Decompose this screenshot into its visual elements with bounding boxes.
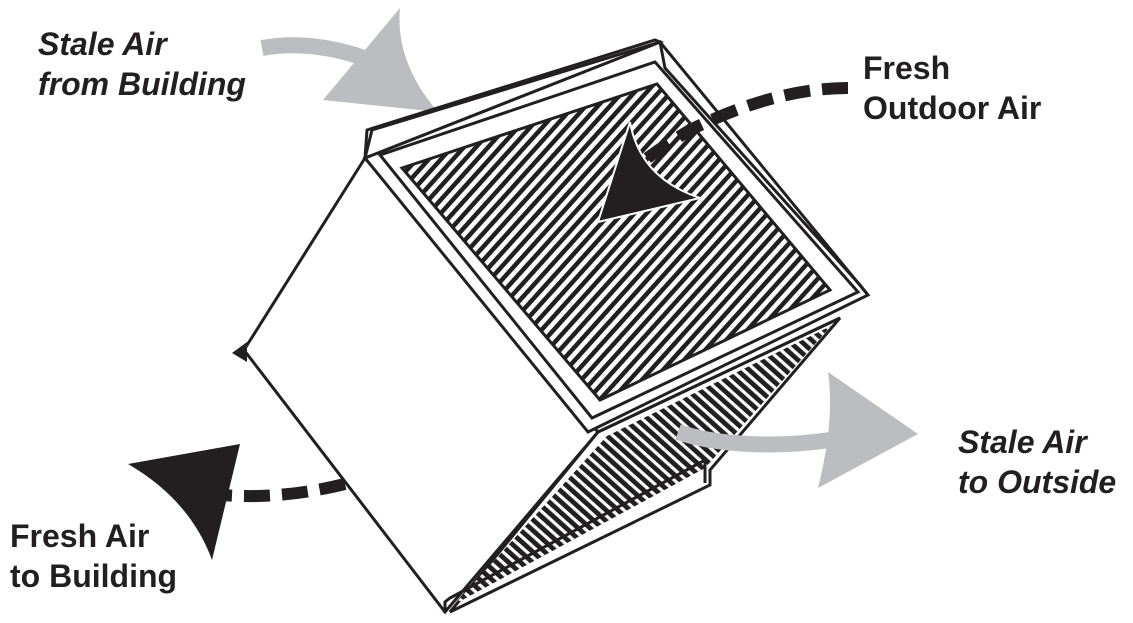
fresh-air-out-arrow [128, 444, 347, 560]
fresh-air-in-arrow [596, 82, 849, 224]
fresh-in-line2: Outdoor Air [863, 90, 1042, 126]
fresh-outdoor-air-label: Fresh Outdoor Air [863, 48, 1041, 128]
stale-out-line2: to Outside [958, 464, 1117, 500]
fresh-in-line1: Fresh [863, 50, 951, 86]
fresh-air-to-building-label: Fresh Air to Building [10, 516, 177, 596]
left-corner-tab [232, 342, 247, 362]
core-bottom-face [443, 316, 842, 614]
stale-air-in-arrow [260, 8, 438, 112]
stale-air-to-outside-label: Stale Air to Outside [958, 422, 1116, 502]
stale-air-from-building-label: Stale Air from Building [38, 24, 246, 104]
fresh-out-line2: to Building [10, 558, 178, 594]
stale-in-line2: from Building [38, 66, 246, 102]
core-top-stripes [399, 82, 833, 402]
stale-in-line1: Stale Air [38, 26, 167, 62]
stale-out-line1: Stale Air [958, 424, 1087, 460]
stale-air-out-arrow [675, 372, 918, 488]
fresh-out-line1: Fresh Air [10, 518, 150, 554]
